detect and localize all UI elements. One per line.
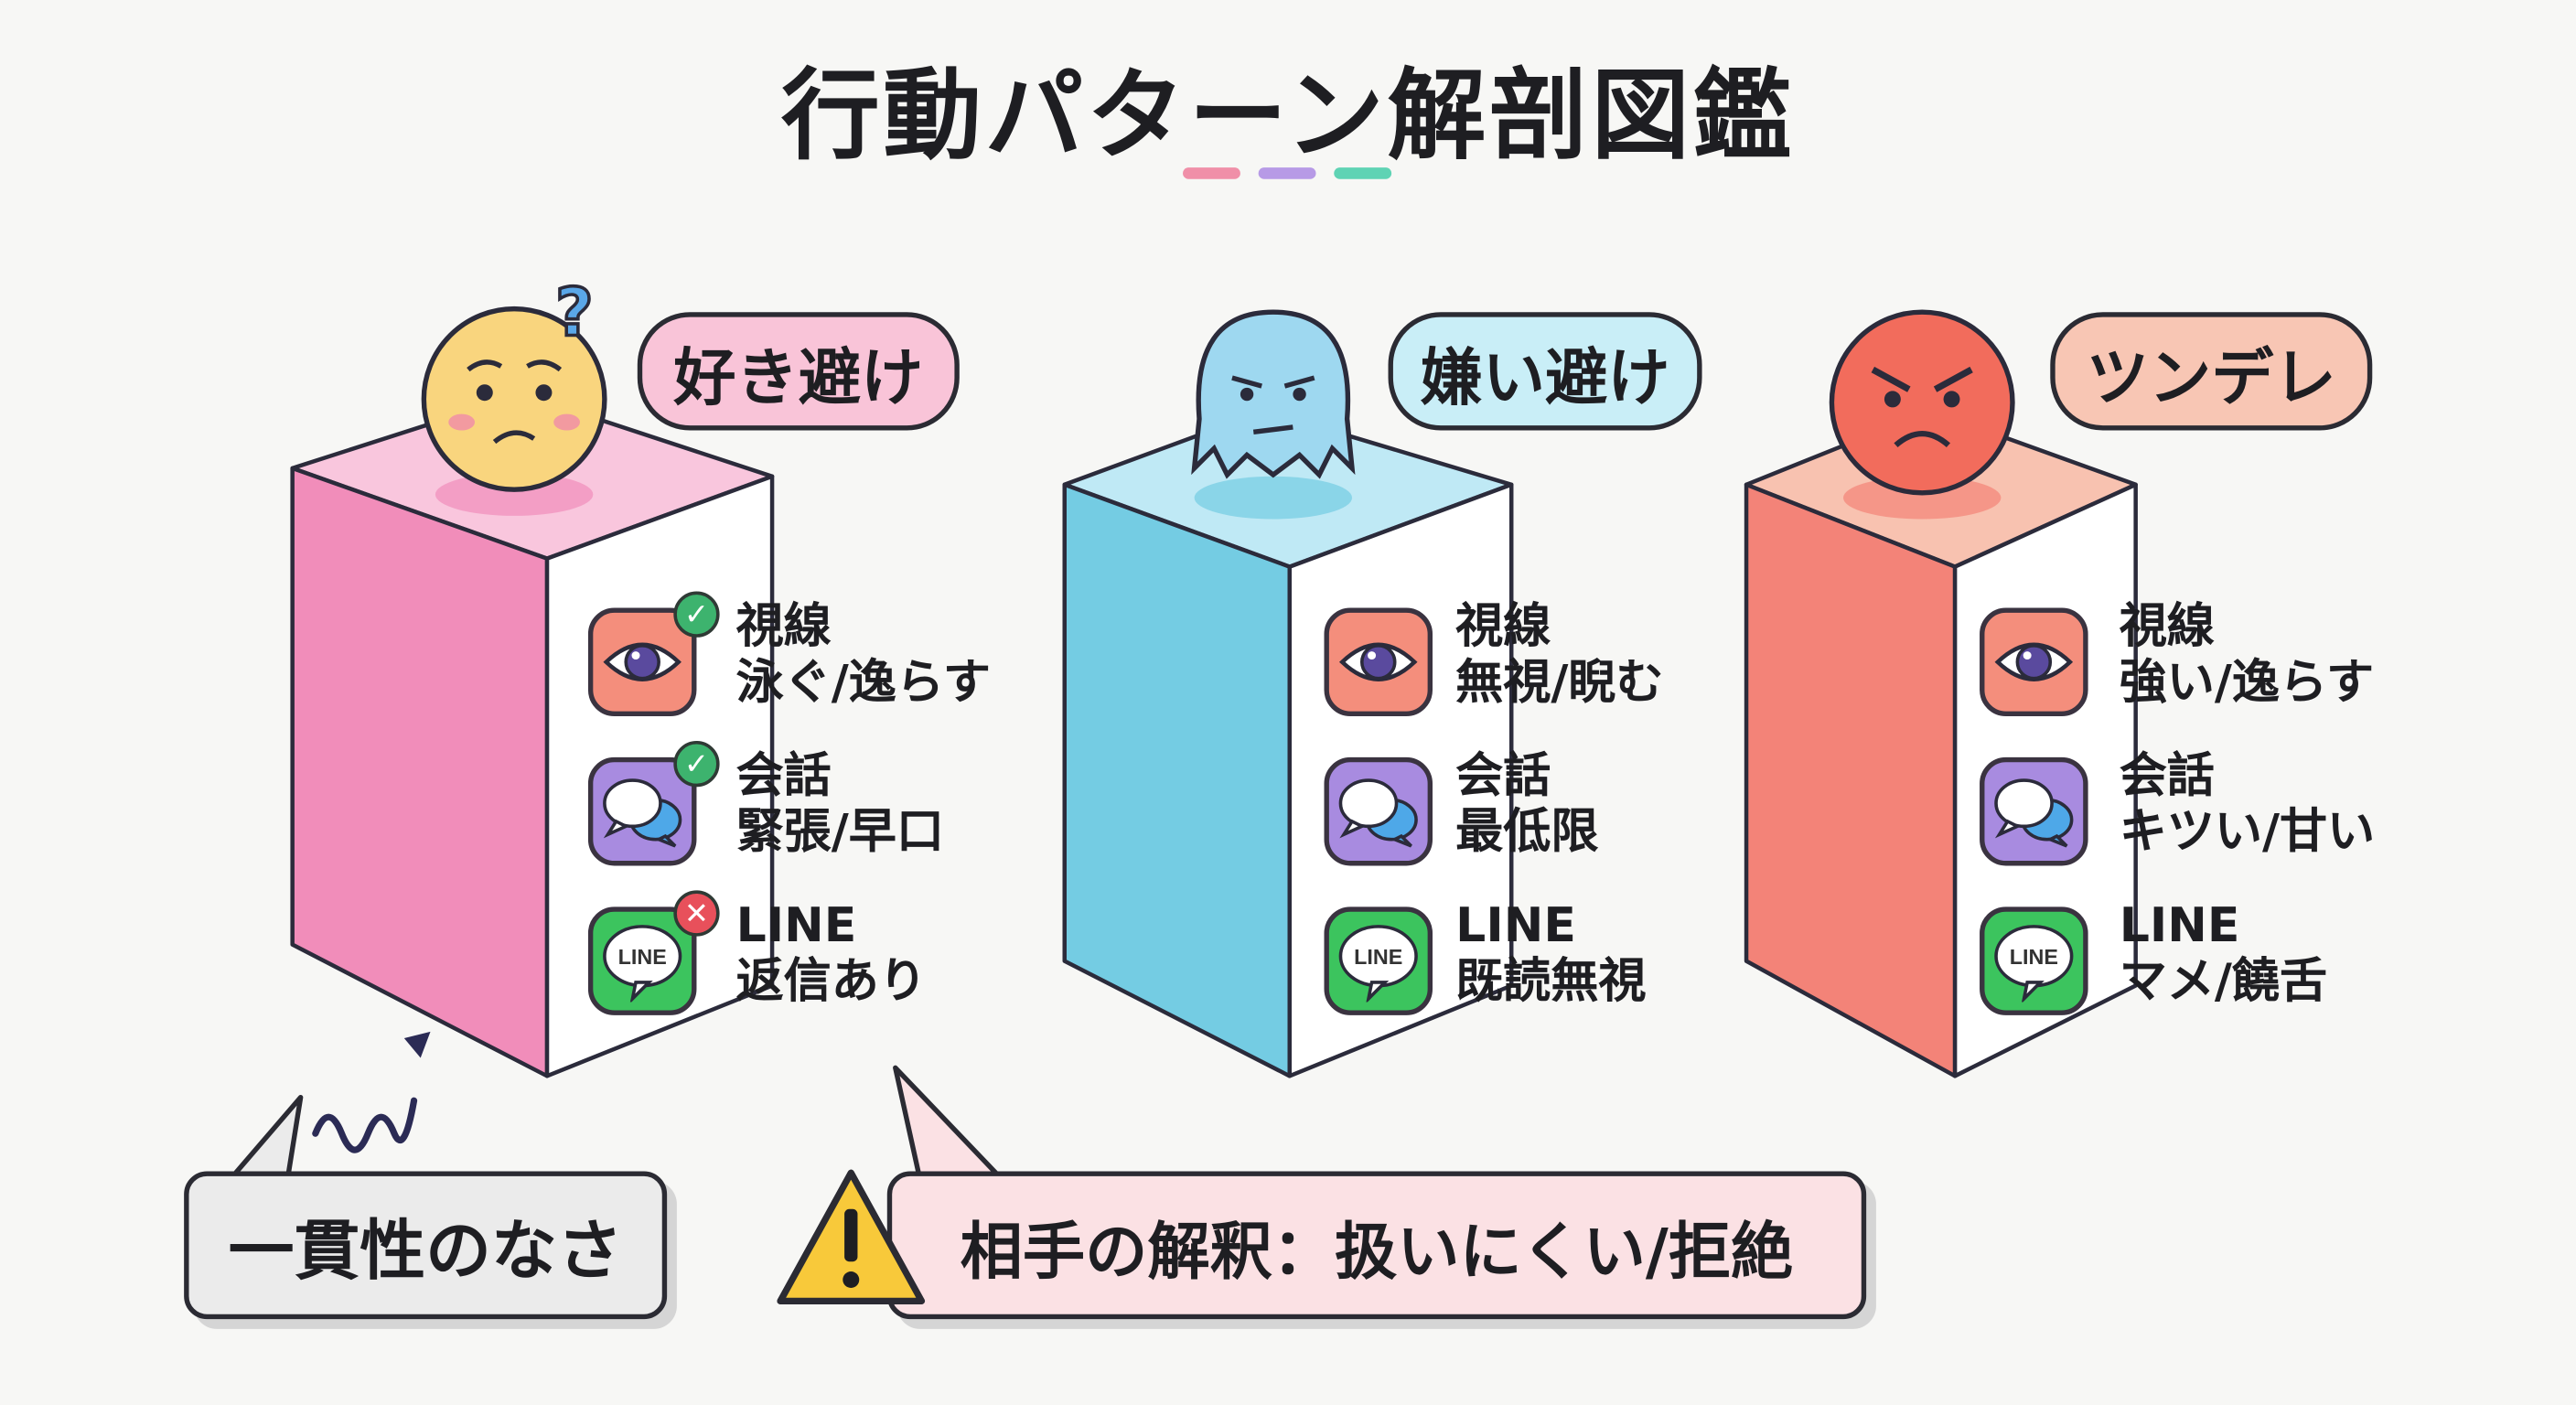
- check-badge-icon: ✓: [673, 591, 720, 638]
- behavior-category: 会話: [735, 747, 832, 804]
- cross-badge-icon: ✕: [673, 890, 720, 937]
- callout-tail: [228, 1094, 304, 1182]
- prism-front-face: [290, 466, 550, 1078]
- prism-front-face: [1744, 482, 1958, 1078]
- behavior-category: LINE: [1455, 896, 1576, 953]
- line-app-icon: LINE: [587, 906, 697, 1015]
- behavior-item: 視線泳ぐ/逸らす: [736, 598, 991, 710]
- line-app-icon: LINE: [1324, 906, 1433, 1015]
- behavior-category: 会話: [2119, 747, 2215, 804]
- face-shadow: [1194, 476, 1353, 520]
- interpretation-callout: 相手の解釈：扱いにくい/拒絶: [886, 1171, 1867, 1320]
- cold-ghost-face-icon: [1175, 304, 1372, 508]
- page-title: 行動パターン解剖図鑑: [780, 59, 1796, 175]
- behavior-category: 視線: [2119, 597, 2215, 654]
- eye-icon: [1980, 607, 2088, 717]
- behavior-category: 視線: [735, 597, 832, 654]
- behavior-detail: 泳ぐ/逸らす: [735, 653, 991, 710]
- squiggle-arrow-icon: [312, 1097, 418, 1153]
- svg-text:LINE: LINE: [618, 945, 667, 969]
- behavior-detail: キツい/甘い: [2119, 803, 2376, 860]
- pattern-label: 好き避け: [637, 312, 960, 431]
- behavior-detail: 緊張/早口: [735, 803, 944, 860]
- accent-dash-teal: [1334, 167, 1392, 179]
- face-shadow: [435, 473, 594, 516]
- pattern-label: 嫌い避け: [1388, 312, 1702, 431]
- behavior-item: 会話緊張/早口: [736, 747, 944, 859]
- line-app-icon: LINE: [1980, 906, 2088, 1015]
- behavior-detail: マメ/饒舌: [2119, 952, 2328, 1009]
- behavior-detail: 既読無視: [1455, 952, 1647, 1009]
- prism-front-face: [1062, 482, 1293, 1078]
- accent-dash-purple: [1258, 167, 1316, 179]
- chat-bubbles-icon: [1980, 756, 2088, 866]
- behavior-category: 視線: [1455, 597, 1551, 654]
- question-mark-icon: ?: [553, 274, 595, 353]
- behavior-category: LINE: [735, 896, 857, 953]
- behavior-item: 会話キツい/甘い: [2120, 747, 2375, 859]
- behavior-detail: 無視/睨む: [1455, 653, 1664, 710]
- behavior-detail: 強い/逸らす: [2119, 653, 2375, 710]
- behavior-item: 視線強い/逸らす: [2120, 598, 2374, 710]
- arrow-head-icon: [403, 1031, 431, 1058]
- check-badge-icon: ✓: [673, 740, 720, 788]
- accent-dash-pink: [1183, 167, 1240, 179]
- svg-text:LINE: LINE: [2010, 945, 2058, 969]
- inconsistency-callout: 一貫性のなさ: [184, 1171, 668, 1320]
- eye-icon: [1324, 607, 1433, 717]
- svg-text:LINE: LINE: [1354, 945, 1402, 969]
- pattern-label: ツンデレ: [2050, 312, 2373, 431]
- behavior-detail: 最低限: [1455, 803, 1599, 860]
- chat-bubbles-icon: [587, 756, 697, 866]
- behavior-item: 会話最低限: [1455, 747, 1598, 859]
- behavior-item: 視線無視/睨む: [1455, 598, 1663, 710]
- behavior-category: 会話: [1455, 747, 1551, 804]
- callout-tail: [893, 1065, 1004, 1182]
- face-shadow: [1842, 476, 2002, 520]
- behavior-detail: 返信あり: [735, 952, 927, 1009]
- chat-bubbles-icon: [1324, 756, 1433, 866]
- behavior-category: LINE: [2119, 896, 2240, 953]
- worried-face-icon: [415, 301, 613, 505]
- angry-face-icon: [1823, 304, 2021, 508]
